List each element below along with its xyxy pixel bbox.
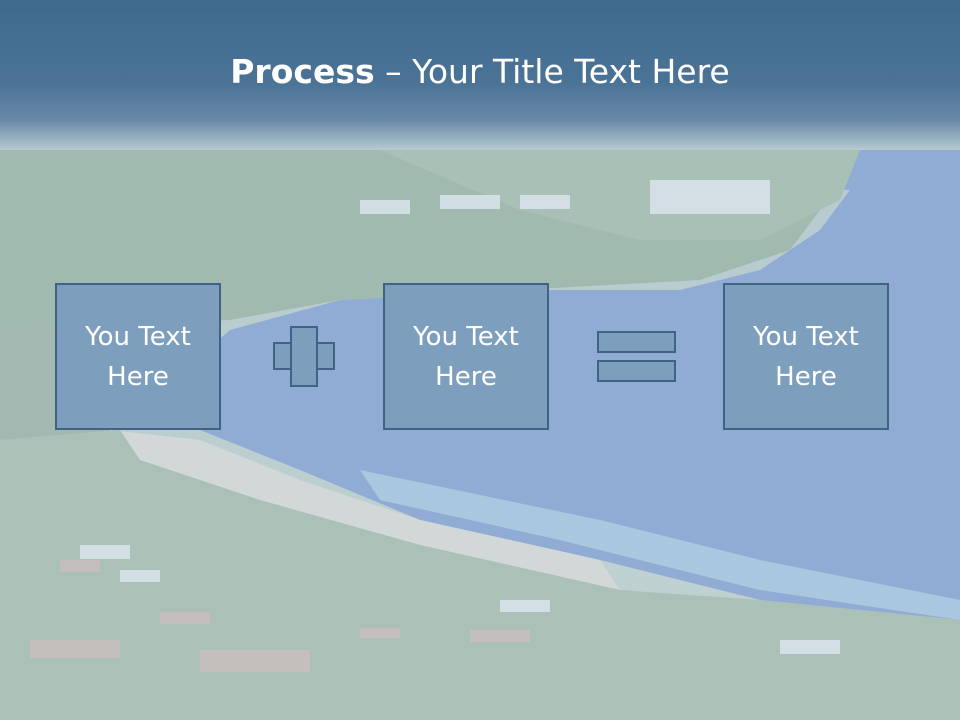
equals-bottom-bar — [597, 360, 676, 382]
title-bold: Process — [230, 52, 375, 91]
process-box-3-text: You Text Here — [736, 317, 876, 397]
equals-top-bar — [597, 331, 676, 353]
title-rest: – Your Title Text Here — [374, 52, 730, 91]
box-1-line-2: Here — [107, 361, 169, 392]
plus-center — [292, 344, 316, 368]
title-banner — [0, 0, 960, 150]
process-box-3[interactable]: You Text Here — [723, 283, 889, 430]
box-3-line-2: Here — [775, 361, 837, 392]
box-1-line-1: You Text — [85, 321, 191, 352]
box-2-line-2: Here — [435, 361, 497, 392]
process-box-2[interactable]: You Text Here — [383, 283, 549, 430]
process-box-1[interactable]: You Text Here — [55, 283, 221, 430]
slide-title[interactable]: Process – Your Title Text Here — [0, 52, 960, 91]
box-3-line-1: You Text — [753, 321, 859, 352]
box-2-line-1: You Text — [413, 321, 519, 352]
process-box-1-text: You Text Here — [68, 317, 208, 397]
process-box-2-text: You Text Here — [396, 317, 536, 397]
